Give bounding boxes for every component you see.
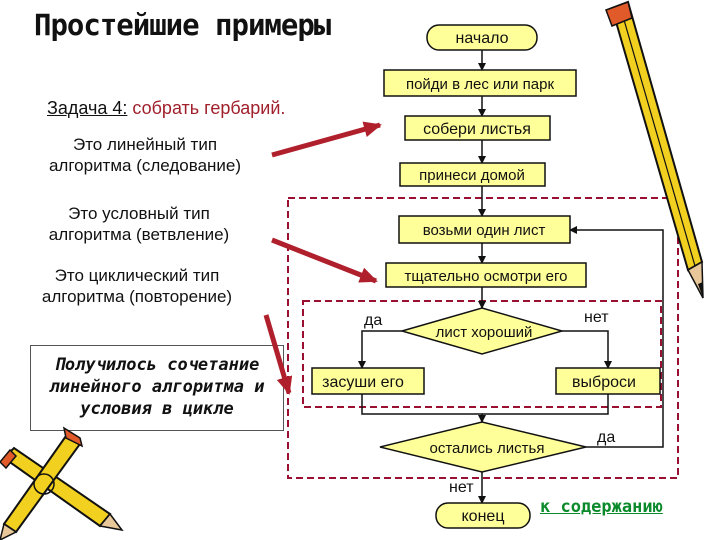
note-linear: Это линейный тип алгоритма (следование) — [20, 134, 270, 176]
flow-step3: принеси домой — [399, 162, 546, 187]
flow-step5: тщательно осмотри его — [385, 262, 587, 288]
task-prefix: Задача 4: — [47, 98, 128, 118]
note-conditional: Это условный тип алгоритма (ветвление) — [14, 203, 264, 245]
conclusion-line3: условия в цикле — [80, 399, 234, 419]
flow-step4-label: возьми один лист — [423, 222, 546, 239]
pencil-icon — [605, 0, 704, 299]
flow-no-action-label: выброси — [572, 374, 636, 391]
conclusion-line1: Получилось сочетание — [54, 355, 260, 375]
cycle-frame — [287, 197, 679, 479]
flow-start-label: начало — [455, 30, 508, 47]
page-title: Простейшие примеры — [34, 8, 331, 42]
yes-label-1: да — [364, 312, 382, 329]
flow-step5-label: тщательно осмотри его — [405, 268, 568, 285]
no-label-2: нет — [449, 479, 474, 496]
note-cyclic-line2: алгоритма (повторение) — [41, 287, 233, 306]
flow-decision1: лист хороший — [399, 307, 565, 355]
note-conditional-line1: Это условный тип — [68, 204, 210, 223]
flow-yes-action-label: засуши его — [322, 374, 404, 391]
flow-start: начало — [426, 24, 538, 51]
conclusion-box: Получилось сочетание линейного алгоритма… — [30, 345, 284, 431]
flow-step2-label: собери листья — [423, 121, 531, 138]
task-statement: Задача 4: собрать гербарий. — [47, 98, 285, 119]
note-linear-line2: алгоритма (следование) — [48, 156, 242, 175]
flow-end-label: конец — [462, 508, 505, 525]
flow-decision2-label: остались листья — [430, 440, 545, 457]
flow-decision1-label: лист хороший — [436, 324, 533, 341]
crossed-pencils-icon — [0, 426, 124, 540]
no-label-1: нет — [584, 309, 609, 326]
flow-step1-label: пойди в лес или парк — [406, 76, 555, 93]
toc-link[interactable]: к содержанию — [540, 497, 663, 517]
note-conditional-line2: алгоритма (ветвление) — [48, 225, 230, 244]
flow-decision2: остались листья — [379, 421, 587, 473]
flow-step2: собери листья — [404, 115, 551, 141]
flow-step4: возьми один лист — [398, 215, 571, 244]
note-linear-line1: Это линейный тип — [72, 135, 218, 154]
yes-label-2: да — [597, 429, 615, 446]
flow-end: конец — [435, 502, 531, 529]
flow-no-action: выброси — [555, 367, 661, 395]
flow-step3-label: принеси домой — [419, 167, 525, 184]
note-cyclic: Это циклический тип алгоритма (повторени… — [12, 265, 262, 307]
flow-step1: пойди в лес или парк — [383, 69, 577, 97]
note-cyclic-line1: Это циклический тип — [54, 266, 220, 285]
conclusion-line2: линейного алгоритма и — [49, 377, 265, 397]
task-text: собрать гербарий. — [127, 98, 286, 118]
flow-yes-action: засуши его — [311, 367, 425, 395]
